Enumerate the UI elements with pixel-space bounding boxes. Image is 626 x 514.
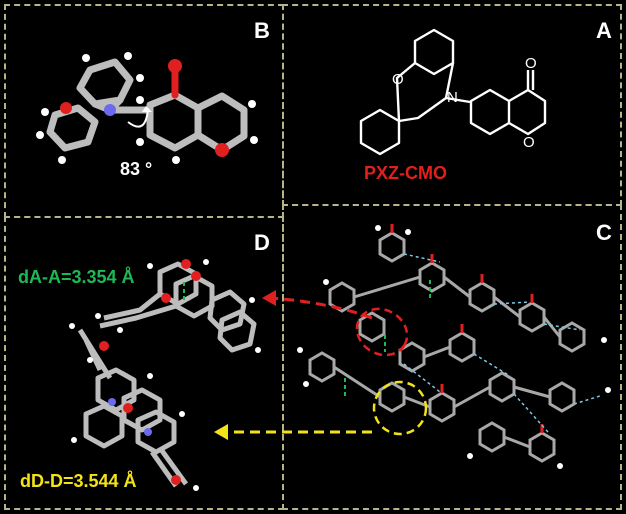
panel-c-frame [282,204,622,510]
compound-label: PXZ-CMO [364,163,447,183]
hydrogen-atoms-d-bottom [69,323,199,491]
angle-arrowhead [142,106,152,112]
angle-arc [127,107,149,128]
nitrogen-label: N [447,89,458,106]
dihedral-angle-label: 83 ° [120,159,153,179]
dd-dimer-model [77,328,189,488]
panel-letter-a: A [596,18,612,43]
highlight-ellipse-dd [372,380,428,436]
pxz-cmo-structure [359,28,547,156]
panel-letter-b: B [254,18,270,43]
nitrogen-atom [104,104,116,116]
hydrogen-atoms-b [36,52,258,164]
pi-stacking-contacts-aa [344,280,431,396]
dd-oxygen-atoms [99,341,181,485]
hydrogen-atoms-d-top [95,259,261,353]
carbonyl-oxygen-atom [168,59,182,73]
hydrogen-atoms-c [297,225,611,469]
hydrogen-bond-contacts [403,253,601,433]
highlight-ellipse-aa [355,307,409,357]
aa-oxygen-atoms [161,259,201,303]
pxz-oxygen-atom [60,102,72,114]
ring-oxygen-atom [215,143,229,157]
carbonyl-oxygen-label: O [525,55,537,72]
arrow-to-dd-dimer-head [214,424,228,440]
arrow-to-aa-dimer-head [262,290,276,306]
panel-letter-c: C [596,220,612,245]
distance-dd-label: dD-D=3.544 Å [20,471,137,491]
pxz-cmo-3d-model [46,58,248,154]
ring-oxygen-label: O [523,134,535,151]
packing-oxygen-bonds [390,224,544,433]
distance-aa-label: dA-A=3.354 Å [18,267,135,287]
arrow-to-aa-dimer [269,296,373,320]
panel-letter-d: D [254,230,270,255]
dd-nitrogen-atoms [108,398,152,436]
oxygen-label: O [392,71,404,88]
